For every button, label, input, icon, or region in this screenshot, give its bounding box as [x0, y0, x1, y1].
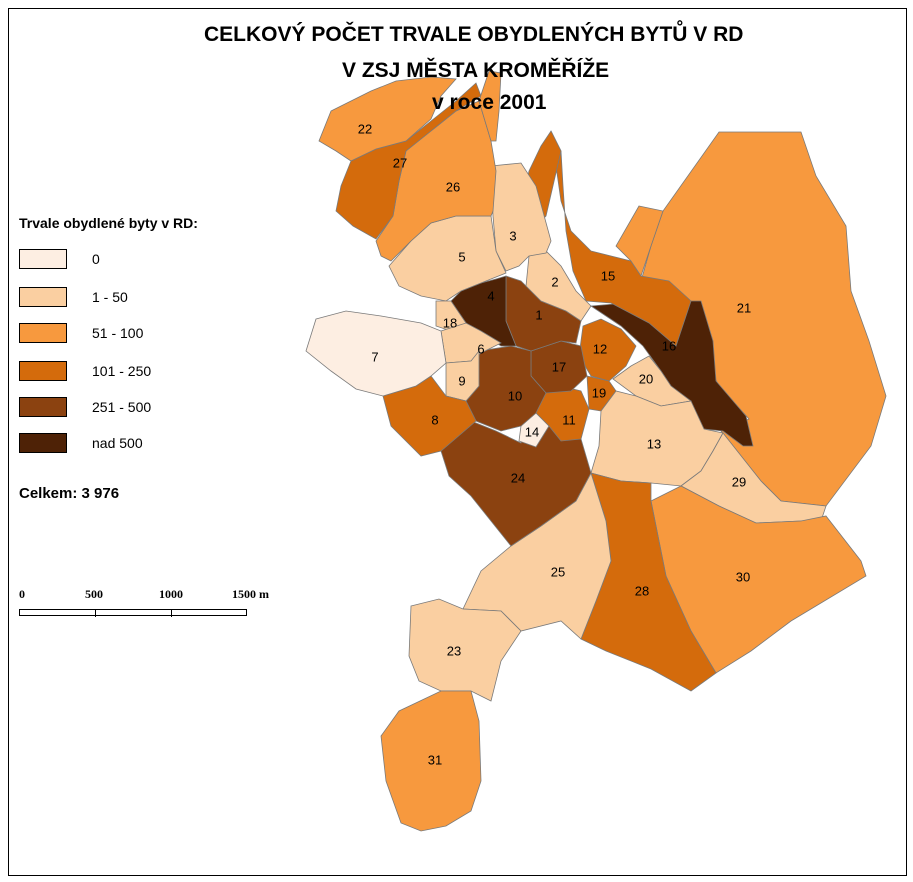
legend-swatch [19, 249, 67, 269]
scale-tick [171, 610, 172, 617]
legend-item: 101 - 250 [19, 361, 239, 383]
zone-label: 31 [428, 752, 442, 767]
zone-24[interactable] [440, 418, 592, 547]
zone-label: 5 [458, 249, 465, 264]
zone-label: 27 [393, 155, 407, 170]
legend-label: 51 - 100 [92, 325, 144, 341]
zone-label: 16 [662, 338, 676, 353]
scale-bar-box [19, 609, 247, 617]
legend-item: 51 - 100 [19, 323, 239, 345]
map-title-line-2: V ZSJ MĚSTA KROMĚŘÍŽE [342, 59, 610, 82]
legend-swatch [19, 433, 67, 453]
legend-swatch [19, 361, 67, 381]
scale-label: 0 [19, 587, 25, 601]
zone-26[interactable] [375, 100, 497, 262]
zone-label: 22 [358, 121, 372, 136]
zone-label: 24 [511, 470, 525, 485]
zone-label: 30 [736, 569, 750, 584]
legend-swatch [19, 287, 67, 307]
zone-label: 25 [551, 564, 565, 579]
zone-label: 14 [525, 424, 539, 439]
zone-label: 18 [443, 315, 457, 330]
zone-labels: 1 2 3 4 5 6 7 8 9 10 11 12 13 14 15 16 1… [358, 121, 751, 767]
scale-label: 500 [85, 587, 103, 601]
legend-swatch [19, 323, 67, 343]
scale-label: 1500 m [232, 587, 269, 601]
zone-label: 11 [562, 412, 576, 427]
zone-label: 26 [446, 179, 460, 194]
zone-23[interactable] [408, 598, 522, 702]
map-frame: 1 2 3 4 5 6 7 8 9 10 11 12 13 14 15 16 1… [8, 8, 907, 876]
legend-label: nad 500 [92, 435, 143, 451]
zone-label: 9 [458, 373, 465, 388]
zone-2[interactable] [525, 250, 592, 322]
zone-15[interactable] [550, 130, 692, 347]
zone-21b[interactable] [615, 205, 664, 277]
zone-label: 15 [601, 268, 615, 283]
scale-bar: 0 500 1000 1500 m [19, 587, 299, 627]
zone-label: 3 [509, 228, 516, 243]
legend-label: 101 - 250 [92, 363, 152, 379]
zone-label: 10 [508, 388, 522, 403]
legend-item: 0 [19, 249, 239, 271]
zone-label: 7 [371, 349, 378, 364]
zone-label: 23 [447, 643, 461, 658]
legend-item: nad 500 [19, 433, 239, 455]
zone-31[interactable] [380, 690, 482, 832]
scale-tick [95, 610, 96, 617]
zone-22[interactable] [318, 76, 457, 162]
legend-label: 0 [92, 251, 100, 267]
legend-swatch [19, 397, 67, 417]
legend-title: Trvale obydlené byty v RD: [19, 215, 198, 231]
zone-label: 2 [551, 274, 558, 289]
legend-label: 251 - 500 [92, 399, 152, 415]
zone-label: 28 [635, 583, 649, 598]
scale-label: 1000 [159, 587, 183, 601]
zone-label: 4 [487, 288, 494, 303]
zone-27[interactable] [335, 82, 482, 240]
zone-label: 20 [639, 371, 653, 386]
zone-26b[interactable] [478, 70, 502, 142]
choropleth-map: 1 2 3 4 5 6 7 8 9 10 11 12 13 14 15 16 1… [305, 70, 887, 832]
zone-label: 29 [732, 474, 746, 489]
zone-label: 12 [593, 341, 607, 356]
zone-3[interactable] [490, 162, 552, 272]
legend-item: 251 - 500 [19, 397, 239, 419]
zone-label: 17 [552, 359, 566, 374]
zone-label: 21 [737, 300, 751, 315]
legend-item: 1 - 50 [19, 287, 239, 309]
zone-7[interactable] [305, 310, 447, 397]
zone-label: 6 [477, 341, 484, 356]
total-count: Celkem: 3 976 [19, 485, 120, 502]
map-title-line-1: CELKOVÝ POČET TRVALE OBYDLENÝCH BYTŮ V R… [204, 23, 744, 46]
map-title-line-3: v roce 2001 [432, 91, 547, 114]
zone-label: 1 [535, 307, 542, 322]
zone-label: 13 [647, 436, 661, 451]
zone-label: 8 [431, 412, 438, 427]
legend-label: 1 - 50 [92, 289, 128, 305]
zone-label: 19 [592, 385, 606, 400]
